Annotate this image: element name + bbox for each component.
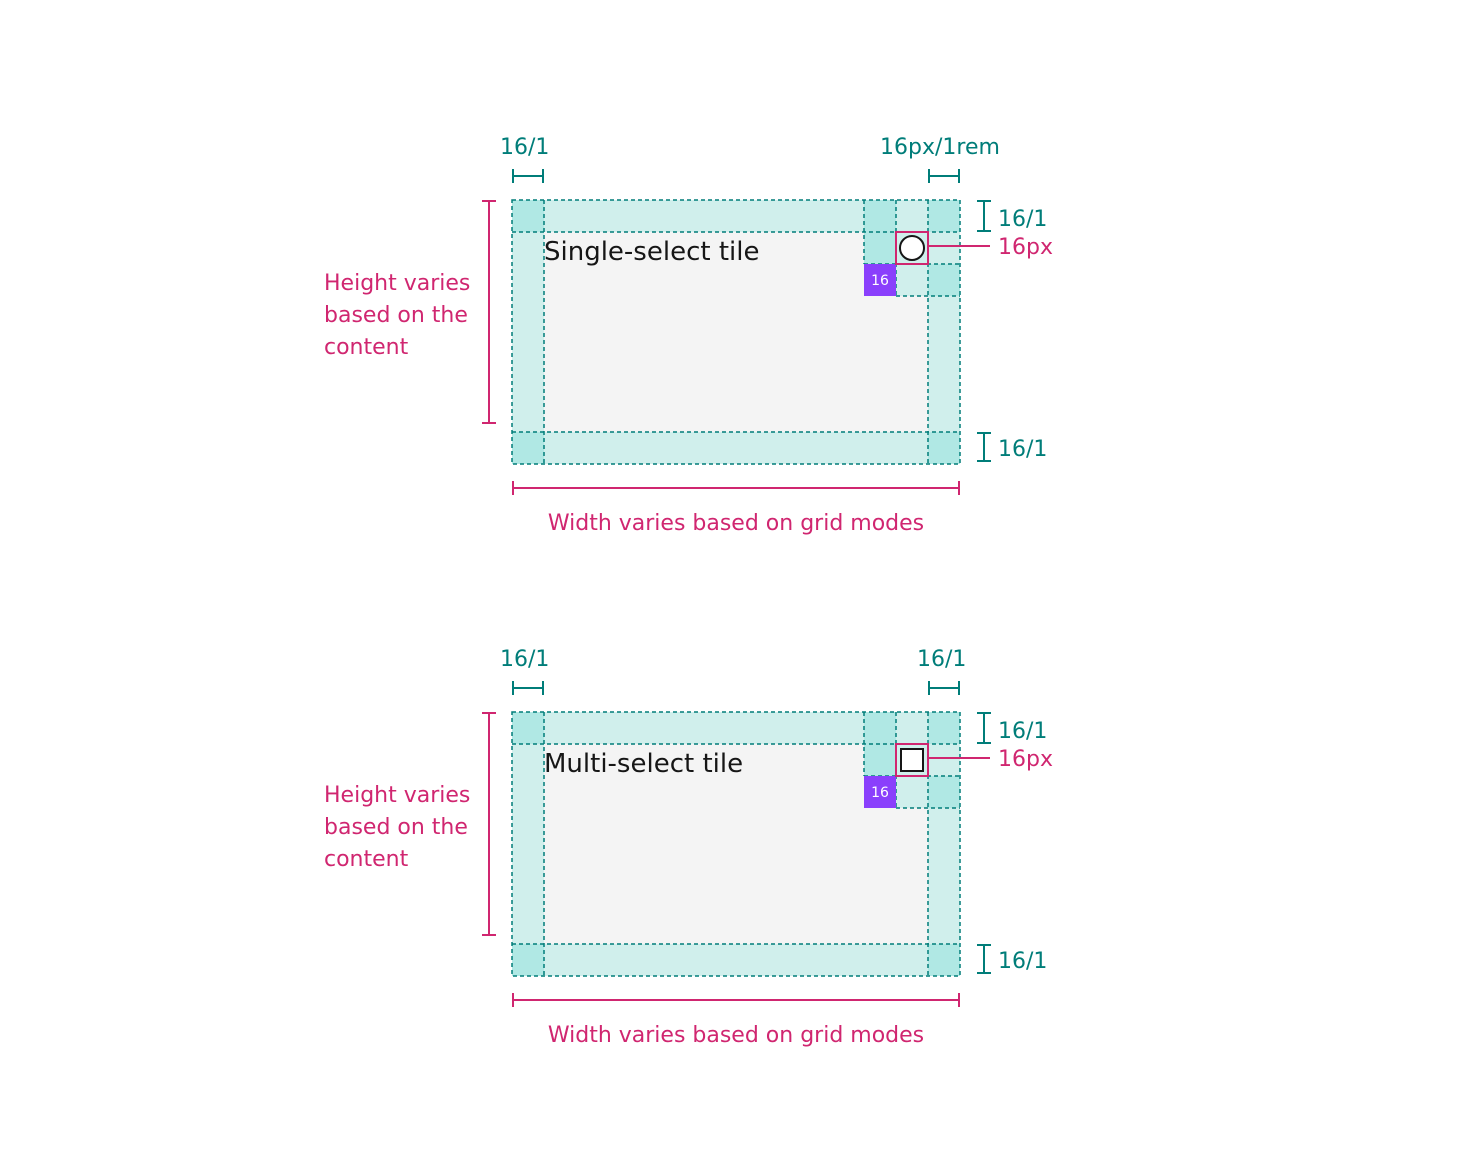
- right-top-spacing-label: 16/1: [998, 207, 1047, 232]
- control-size-label: 16px: [998, 747, 1053, 772]
- height-note-line-3: content: [324, 847, 409, 872]
- bottom-spacing-label: 16/1: [998, 437, 1047, 462]
- top-right-spacing-bracket: [928, 169, 960, 183]
- width-note: Width varies based on grid modes: [548, 511, 924, 536]
- control-highlight: [895, 231, 929, 265]
- control-size-label: 16px: [998, 235, 1053, 260]
- corner-cells: [512, 200, 960, 464]
- tile-title: Single-select tile: [544, 237, 759, 267]
- right-top-spacing-label: 16/1: [998, 719, 1047, 744]
- height-bracket: [482, 712, 496, 936]
- height-note-line-1: Height varies: [324, 783, 470, 808]
- width-bracket: [512, 993, 960, 1007]
- corner-cells: [512, 712, 960, 976]
- spacing-badge-label: 16: [871, 785, 889, 801]
- right-top-spacing-bracket: [977, 200, 991, 232]
- spacing-badge: [864, 264, 896, 296]
- height-bracket: [482, 200, 496, 424]
- width-note: Width varies based on grid modes: [548, 1023, 924, 1048]
- grid-lines: [511, 199, 961, 465]
- top-right-spacing-label: 16/1: [917, 647, 966, 672]
- top-left-spacing-bracket: [512, 681, 544, 695]
- bottom-spacing-bracket: [977, 432, 991, 462]
- top-left-spacing-label: 16/1: [500, 135, 549, 160]
- tile-content-area: [544, 232, 864, 432]
- control-highlight: [895, 743, 929, 777]
- checkbox-icon: [900, 748, 924, 772]
- height-note-line-3: content: [324, 335, 409, 360]
- height-note-line-1: Height varies: [324, 271, 470, 296]
- height-note-line-2: based on the: [324, 815, 468, 840]
- top-right-spacing-bracket: [928, 681, 960, 695]
- spacing-badge-label: 16: [871, 273, 889, 289]
- tile-title: Multi-select tile: [544, 749, 743, 779]
- top-left-spacing-bracket: [512, 169, 544, 183]
- width-bracket: [512, 481, 960, 495]
- top-left-spacing-label: 16/1: [500, 647, 549, 672]
- tile-content-area: [864, 808, 928, 944]
- tile-content-area: [864, 296, 928, 432]
- right-top-spacing-bracket: [977, 712, 991, 744]
- single-select-diagram: Single-select tile 16 16px 16/1 16px/1re…: [324, 135, 1053, 536]
- radio-button-icon: [899, 235, 925, 261]
- height-note-line-2: based on the: [324, 303, 468, 328]
- spacing-badge: [864, 776, 896, 808]
- bottom-spacing-label: 16/1: [998, 949, 1047, 974]
- tile-content-area: [544, 744, 864, 944]
- top-right-spacing-label: 16px/1rem: [880, 135, 1000, 160]
- bottom-spacing-bracket: [977, 944, 991, 974]
- multi-select-diagram: Multi-select tile 16 16px 16/1 16/1 16/1: [324, 647, 1053, 1048]
